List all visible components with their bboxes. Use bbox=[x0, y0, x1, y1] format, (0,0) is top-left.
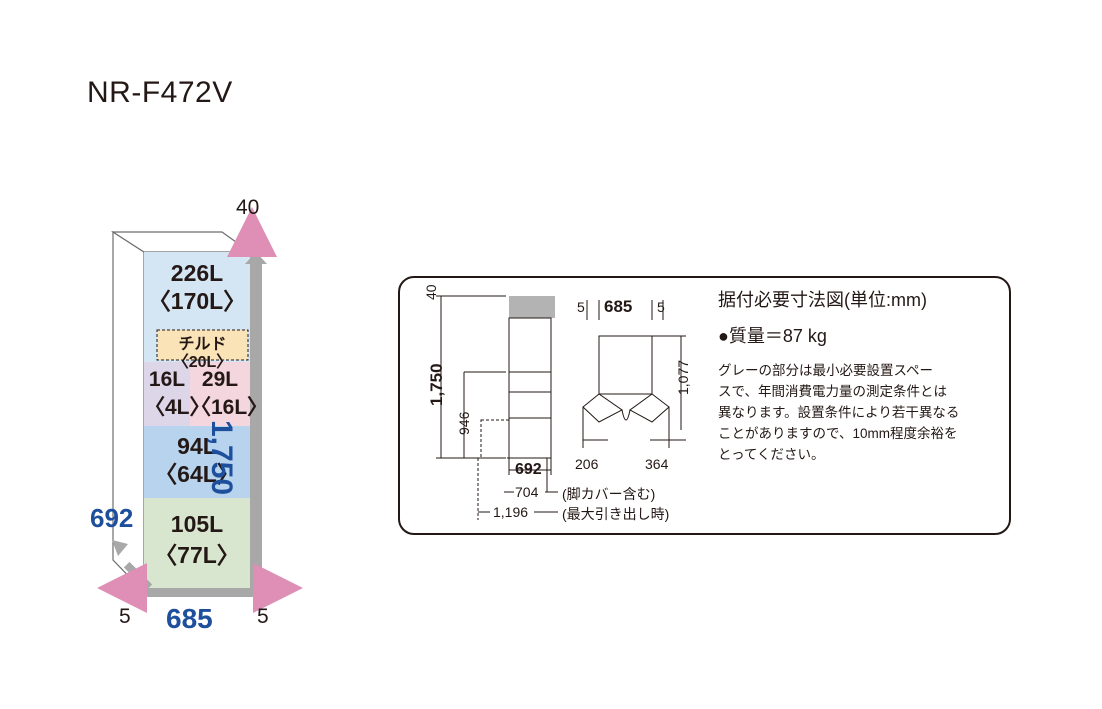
left-mid-storage-label: 〈4L〉 bbox=[144, 396, 211, 419]
max-drawer-note: (最大引き出し時) bbox=[562, 506, 670, 522]
top-view-diagram bbox=[582, 300, 686, 448]
panel-title: 据付必要寸法図(単位:mm) bbox=[718, 290, 927, 310]
left-clearance-label: 5 bbox=[119, 605, 131, 628]
right-clearance-label: 5 bbox=[257, 605, 269, 628]
chilled-label: チルド〈20L〉 bbox=[172, 336, 233, 371]
left-mid-compartment bbox=[144, 362, 190, 426]
vegetable-storage-label: 〈77L〉 bbox=[154, 542, 240, 568]
note-line: グレーの部分は最小必要設置スペー bbox=[718, 363, 934, 378]
side-lower-label: 946 bbox=[456, 411, 472, 435]
installation-panel bbox=[398, 276, 1011, 535]
side-view-diagram bbox=[436, 295, 558, 520]
top-clearance-label: 40 bbox=[236, 196, 260, 219]
side-depth-leg-label: 704 bbox=[515, 484, 539, 500]
top-height-label: 1,077 bbox=[675, 359, 691, 395]
top-left-gap-label: 5 bbox=[577, 299, 585, 315]
top-width-label: 685 bbox=[604, 297, 633, 316]
right-mid-storage-label: 〈16L〉 bbox=[190, 396, 269, 419]
side-height-label: 1,750 bbox=[427, 363, 446, 406]
fridge-compartment bbox=[144, 252, 250, 328]
right-mid-compartment bbox=[190, 362, 250, 426]
panel-note: グレーの部分は最小必要設置スペー スで、年間消費電力量の測定条件とは 異なります… bbox=[718, 360, 1008, 465]
note-line: 異なります。設置条件により若干異なる bbox=[718, 405, 960, 420]
side-top-label: 40 bbox=[423, 284, 439, 300]
right-door-label: 364 bbox=[645, 456, 669, 472]
note-line: ことがありますので、10mm程度余裕を bbox=[718, 426, 958, 441]
depth-label: 692 bbox=[90, 503, 134, 533]
vegetable-label: 105L bbox=[170, 511, 224, 537]
right-mid-label: 29L bbox=[201, 368, 239, 391]
height-bar bbox=[250, 250, 262, 596]
side-max-depth-label: 1,196 bbox=[493, 504, 529, 520]
height-arrow-head bbox=[245, 252, 267, 264]
vegetable-compartment bbox=[144, 498, 250, 592]
width-label: 685 bbox=[166, 603, 213, 634]
note-line: スで、年間消費電力量の測定条件とは bbox=[718, 384, 947, 399]
note-line: とってください。 bbox=[718, 447, 825, 462]
freezer-storage-label: 〈64L〉 bbox=[154, 461, 240, 487]
fridge-storage-label: 〈170L〉 bbox=[147, 288, 247, 314]
width-bar bbox=[146, 588, 258, 597]
top-right-gap-label: 5 bbox=[657, 299, 665, 315]
leg-cover-note: (脚カバー含む) bbox=[562, 486, 656, 502]
height-label: 1,750 bbox=[205, 420, 238, 496]
chilled-compartment bbox=[156, 329, 249, 361]
left-mid-label: 16L bbox=[148, 368, 186, 391]
depth-arrow-head bbox=[112, 540, 128, 556]
left-door-label: 206 bbox=[575, 456, 599, 472]
model-title: NR-F472V bbox=[87, 76, 233, 109]
side-depth-label: 692 bbox=[515, 461, 542, 478]
freezer-compartment bbox=[144, 426, 250, 498]
freezer-label: 94L bbox=[177, 433, 217, 459]
fridge-total-label: 226L bbox=[170, 260, 224, 286]
cabinet-side bbox=[112, 230, 145, 594]
weight-label: ●質量＝87 kg bbox=[718, 326, 827, 346]
